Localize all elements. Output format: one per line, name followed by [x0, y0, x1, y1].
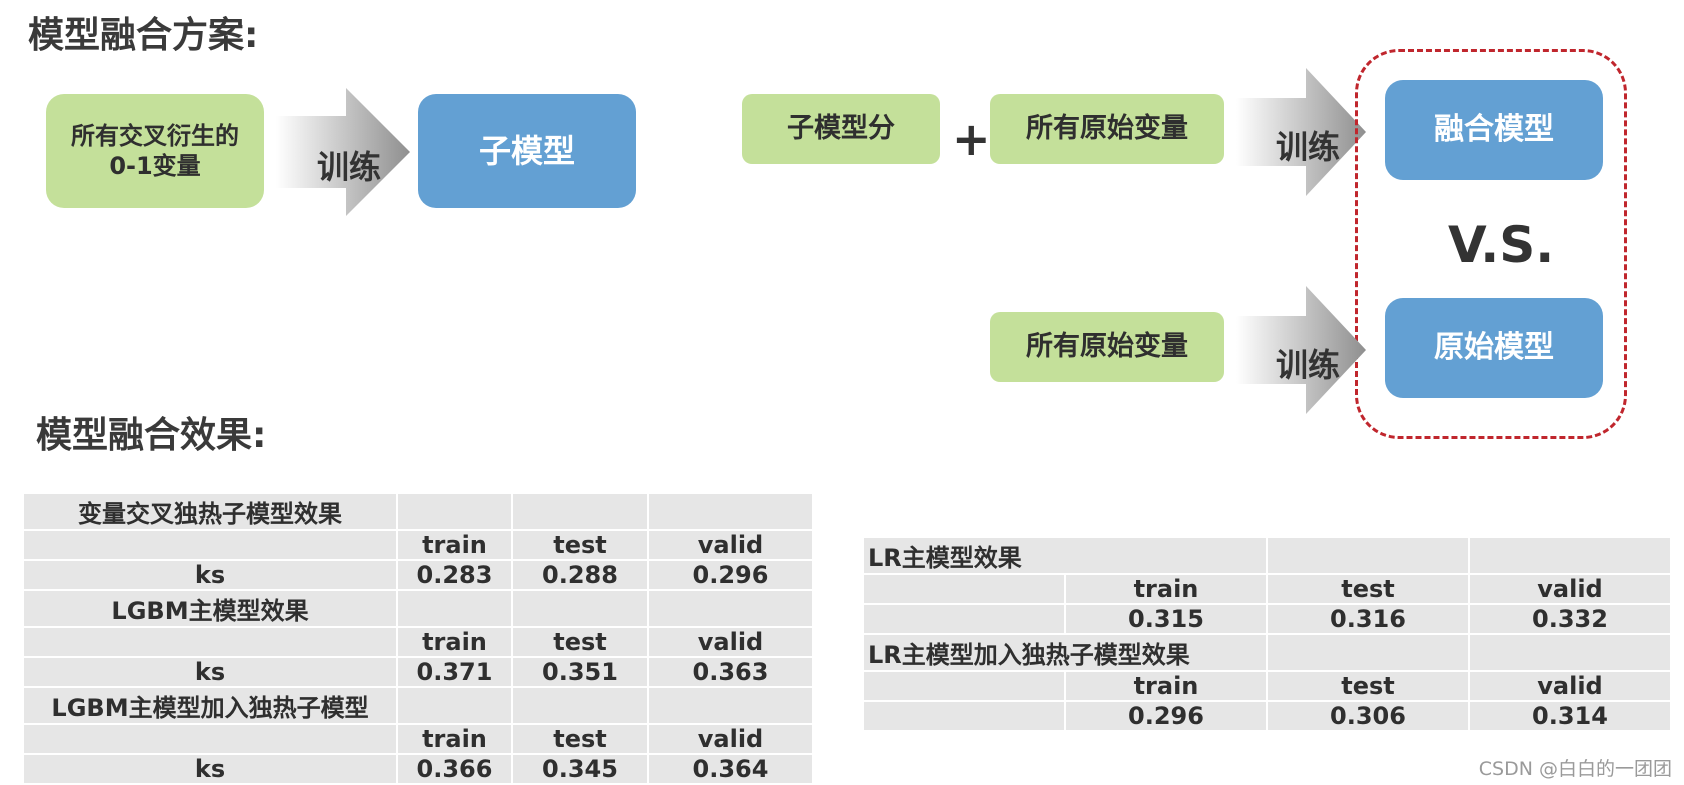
table-row: LR主模型加入独热子模型效果	[862, 633, 1672, 672]
results-heading: 模型融合效果:	[36, 415, 267, 456]
comparison-group-frame	[1355, 49, 1627, 439]
table-cell: LR主模型加入独热子模型效果	[862, 633, 1268, 672]
table-cell	[396, 492, 513, 531]
table-cell: test	[1266, 573, 1470, 605]
table-cell: train	[396, 529, 513, 561]
table-cell: 0.316	[1266, 603, 1470, 635]
table-cell	[22, 723, 398, 755]
table-cell: 0.296	[1064, 700, 1268, 732]
sub-model-score-box: 子模型分	[742, 94, 940, 164]
table-cell	[22, 626, 398, 658]
table-cell: test	[511, 626, 649, 658]
table-cell: train	[1064, 670, 1268, 702]
table-cell: 0.371	[396, 656, 513, 688]
table-cell: 0.332	[1468, 603, 1672, 635]
table-cell: 0.363	[647, 656, 814, 688]
table-row: LGBM主模型效果	[22, 589, 814, 628]
table-cell: LGBM主模型效果	[22, 589, 398, 628]
table-cell: ks	[22, 656, 398, 688]
table-cell	[22, 529, 398, 561]
table-cell	[862, 670, 1066, 702]
table-row: 0.296 0.306 0.314	[862, 700, 1672, 732]
watermark-text: CSDN @白白的一团团	[1478, 758, 1672, 780]
train-label-2: 训练	[1276, 128, 1341, 166]
table-cell: valid	[647, 626, 814, 658]
table-cell: 0.366	[396, 753, 513, 785]
table-cell	[862, 573, 1066, 605]
table-cell	[647, 686, 814, 725]
table-cell: 0.283	[396, 559, 513, 591]
table-cell: train	[396, 626, 513, 658]
table-cell: 0.345	[511, 753, 649, 785]
table-row: ks 0.371 0.351 0.363	[22, 656, 814, 688]
table-cell: test	[1266, 670, 1470, 702]
table-row: ks 0.283 0.288 0.296	[22, 559, 814, 591]
table-cell: 0.364	[647, 753, 814, 785]
table-cell: LGBM主模型加入独热子模型	[22, 686, 398, 725]
table-row: train test valid	[22, 529, 814, 561]
table-cell: valid	[1468, 670, 1672, 702]
table-cell: 0.288	[511, 559, 649, 591]
table-row: train test valid	[862, 573, 1672, 605]
table-cell	[1266, 536, 1470, 575]
table-cell: 0.315	[1064, 603, 1268, 635]
table-cell	[647, 589, 814, 628]
arrow-icon	[1236, 286, 1366, 414]
table-cell: valid	[1468, 573, 1672, 605]
table-cell	[1266, 633, 1470, 672]
table-cell: 0.296	[647, 559, 814, 591]
table-cell	[396, 589, 513, 628]
train-arrow-3	[1236, 286, 1368, 418]
table-cell: valid	[647, 723, 814, 755]
table-cell: 0.314	[1468, 700, 1672, 732]
table-cell	[647, 492, 814, 531]
table-cell: 0.306	[1266, 700, 1470, 732]
table-cell: 变量交叉独热子模型效果	[22, 492, 398, 531]
table-cell: test	[511, 529, 649, 561]
table-cell: train	[1064, 573, 1268, 605]
table-cell: LR主模型效果	[862, 536, 1268, 575]
table-cell: train	[396, 723, 513, 755]
table-row: train test valid	[22, 626, 814, 658]
sub-model-box: 子模型	[418, 94, 636, 208]
plus-sign: +	[952, 112, 991, 166]
table-cell	[511, 492, 649, 531]
crossed-variables-box: 所有交叉衍生的 0-1变量	[46, 94, 264, 208]
table-cell	[1468, 536, 1672, 575]
train-label-1: 训练	[317, 148, 382, 186]
train-arrow-1	[276, 88, 412, 220]
arrow-icon	[276, 88, 410, 216]
table-cell: valid	[647, 529, 814, 561]
left-table-body: 变量交叉独热子模型效果 train test valid ks 0.283 0.…	[22, 492, 814, 785]
right-table-body: LR主模型效果 train test valid 0.315 0.316 0.3…	[862, 536, 1672, 732]
table-cell	[1468, 633, 1672, 672]
table-row: 0.315 0.316 0.332	[862, 603, 1672, 635]
table-cell	[862, 603, 1066, 635]
table-row: 变量交叉独热子模型效果	[22, 492, 814, 531]
table-row: train test valid	[22, 723, 814, 755]
table-cell: ks	[22, 753, 398, 785]
scheme-heading: 模型融合方案:	[28, 15, 259, 56]
table-row: LGBM主模型加入独热子模型	[22, 686, 814, 725]
table-cell	[862, 700, 1066, 732]
raw-variables-box-2: 所有原始变量	[990, 312, 1224, 382]
table-cell: test	[511, 723, 649, 755]
left-results-table: 变量交叉独热子模型效果 train test valid ks 0.283 0.…	[22, 492, 814, 785]
table-cell: ks	[22, 559, 398, 591]
original-model-box: 原始模型	[1385, 298, 1603, 398]
table-cell	[511, 589, 649, 628]
raw-variables-box-1: 所有原始变量	[990, 94, 1224, 164]
train-arrow-2	[1236, 68, 1368, 200]
table-cell	[396, 686, 513, 725]
table-cell	[511, 686, 649, 725]
versus-label: V.S.	[1448, 216, 1555, 274]
table-row: ks 0.366 0.345 0.364	[22, 753, 814, 785]
fused-model-box: 融合模型	[1385, 80, 1603, 180]
arrow-icon	[1236, 68, 1366, 196]
right-results-table: LR主模型效果 train test valid 0.315 0.316 0.3…	[862, 536, 1672, 732]
table-row: train test valid	[862, 670, 1672, 702]
table-row: LR主模型效果	[862, 536, 1672, 575]
table-cell: 0.351	[511, 656, 649, 688]
train-label-3: 训练	[1276, 346, 1341, 384]
